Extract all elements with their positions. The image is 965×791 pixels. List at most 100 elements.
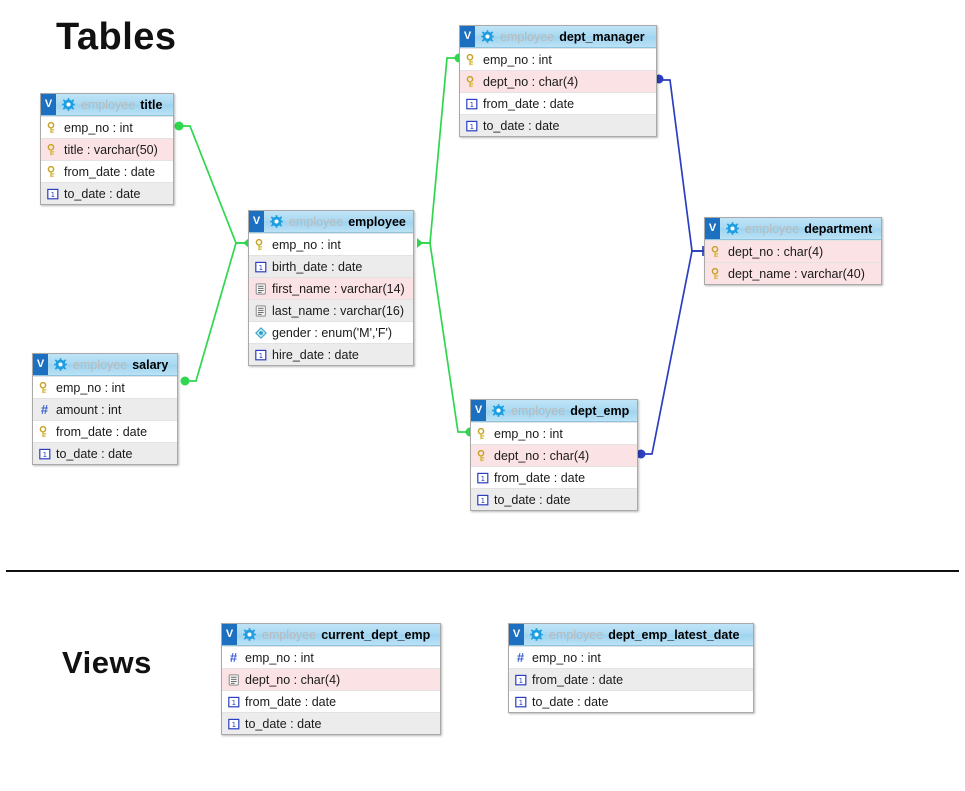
column-label: from_date : date <box>56 424 148 439</box>
views-section-title: Views <box>62 645 152 680</box>
entity-schema-label: employee <box>262 627 317 642</box>
column-label: dept_name : varchar(40) <box>728 266 865 281</box>
column-label: gender : enum('M','F') <box>272 325 393 340</box>
column-row[interactable]: dept_no : char(4) <box>222 668 440 690</box>
svg-text:1: 1 <box>258 352 262 360</box>
column-label: emp_no : int <box>483 52 552 67</box>
column-row[interactable]: emp_no : int <box>33 376 177 398</box>
date-icon: 1 <box>465 97 478 110</box>
svg-text:1: 1 <box>42 451 46 459</box>
column-row[interactable]: gender : enum('M','F') <box>249 321 413 343</box>
key-icon <box>46 121 59 134</box>
entity-name-label: salary <box>132 357 169 372</box>
column-label: emp_no : int <box>245 650 314 665</box>
column-row[interactable]: emp_no : int <box>249 233 413 255</box>
column-label: birth_date : date <box>272 259 363 274</box>
entity-schema-label: employee <box>549 627 604 642</box>
key-icon <box>38 381 51 394</box>
entity-name-label: department <box>804 221 873 236</box>
svg-text:1: 1 <box>518 699 522 707</box>
date-icon: 1 <box>46 187 59 200</box>
date-icon: 1 <box>38 447 51 460</box>
column-row[interactable]: dept_no : char(4) <box>471 444 637 466</box>
view-badge-icon: V <box>509 624 524 645</box>
column-row[interactable]: from_date : date <box>33 420 177 442</box>
entity-schema-label: employee <box>511 403 566 418</box>
view-badge-icon: V <box>471 400 486 421</box>
svg-text:1: 1 <box>480 475 484 483</box>
key-icon <box>46 143 59 156</box>
svg-text:1: 1 <box>50 191 54 199</box>
relation-dept-emp-department <box>636 250 705 459</box>
column-row[interactable]: 1 to_date : date <box>460 114 656 136</box>
column-label: amount : int <box>56 402 122 417</box>
column-row[interactable]: dept_name : varchar(40) <box>705 262 881 284</box>
relation-employee-dept-emp <box>417 242 475 437</box>
column-label: emp_no : int <box>494 426 563 441</box>
date-icon: 1 <box>227 695 240 708</box>
numeric-icon: # <box>40 402 49 417</box>
view-badge-icon: V <box>705 218 720 239</box>
column-row[interactable]: first_name : varchar(14) <box>249 277 413 299</box>
column-label: emp_no : int <box>532 650 601 665</box>
numeric-icon: # <box>229 650 238 665</box>
column-row[interactable]: title : varchar(50) <box>41 138 173 160</box>
date-icon: 1 <box>465 119 478 132</box>
date-icon: 1 <box>514 695 527 708</box>
svg-text:1: 1 <box>480 497 484 505</box>
column-row[interactable]: dept_no : char(4) <box>705 240 881 262</box>
column-row[interactable]: emp_no : int <box>460 48 656 70</box>
gear-icon <box>268 211 284 232</box>
svg-text:1: 1 <box>469 101 473 109</box>
column-row[interactable]: 1 birth_date : date <box>249 255 413 277</box>
gear-icon <box>241 624 257 645</box>
key-icon <box>46 165 59 178</box>
view-badge-icon: V <box>460 26 475 47</box>
relation-employee-title <box>174 121 250 248</box>
column-row[interactable]: # emp_no : int <box>222 646 440 668</box>
key-icon <box>476 427 489 440</box>
column-row[interactable]: from_date : date <box>41 160 173 182</box>
svg-text:1: 1 <box>469 123 473 131</box>
date-icon: 1 <box>254 260 267 273</box>
view-badge-icon: V <box>222 624 237 645</box>
column-label: to_date : date <box>483 118 560 133</box>
column-row[interactable]: emp_no : int <box>471 422 637 444</box>
tables-section-title: Tables <box>56 16 177 58</box>
column-row[interactable]: #emp_no : int <box>509 646 753 668</box>
entity-schema-label: employee <box>745 221 800 236</box>
relation-dept-manager-department <box>654 74 705 256</box>
column-row[interactable]: dept_no : char(4) <box>460 70 656 92</box>
column-label: hire_date : date <box>272 347 359 362</box>
column-label: dept_no : char(4) <box>245 672 341 687</box>
column-row[interactable]: # amount : int <box>33 398 177 420</box>
column-row[interactable]: 1 hire_date : date <box>249 343 413 365</box>
column-row[interactable]: last_name : varchar(16) <box>249 299 413 321</box>
column-row[interactable]: emp_no : int <box>41 116 173 138</box>
